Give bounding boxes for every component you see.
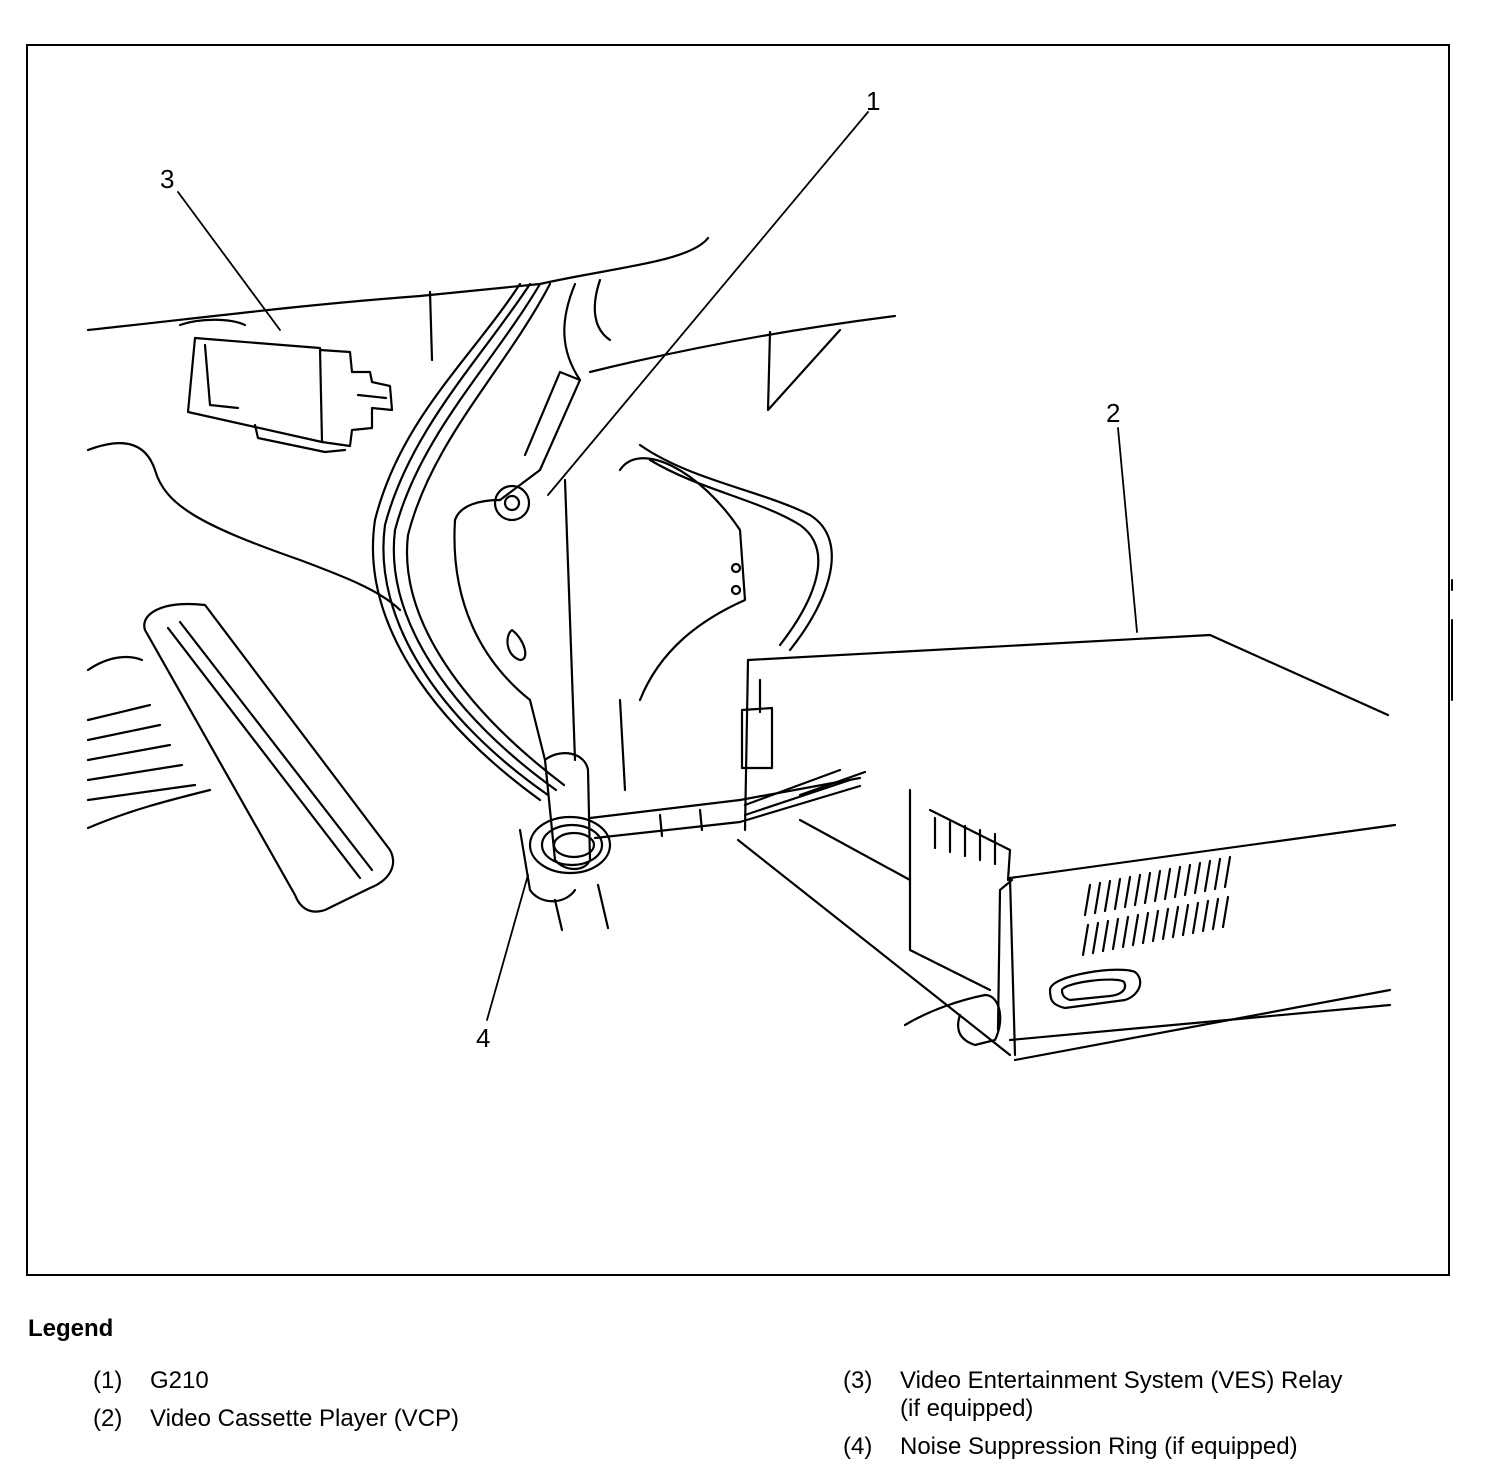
legend-item-text: Video Cassette Player (VCP): [150, 1405, 460, 1432]
callout-4: 4: [476, 1023, 491, 1053]
noise-suppression-ring: [518, 752, 612, 932]
video-cassette-player: [736, 633, 1397, 1062]
wiring-harness: [371, 278, 833, 802]
legend-item-number: (2): [93, 1405, 123, 1432]
legend-item-number: (4): [843, 1433, 873, 1460]
callout-2: 2: [1106, 398, 1121, 428]
vcp-harness: [588, 768, 867, 840]
legend-title: Legend: [28, 1315, 114, 1342]
accelerator-pedal: [86, 602, 395, 913]
leader-lines: [177, 111, 1138, 1021]
callout-1: 1: [866, 86, 881, 116]
legend-item-number: (1): [93, 1367, 123, 1394]
legend-item-text: Noise Suppression Ring (if equipped): [900, 1433, 1298, 1460]
legend-item-text: G210: [150, 1367, 209, 1394]
dash-panel: [86, 236, 897, 612]
ground-bracket: [453, 370, 747, 792]
ves-relay: [178, 318, 394, 454]
legend-item-3: (3) Video Entertainment System (VES) Rel…: [843, 1366, 1463, 1426]
legend-item-number: (3): [843, 1367, 873, 1394]
figure-frame: [26, 44, 1450, 1276]
legend-item-text: Video Entertainment System (VES) Relay: [900, 1367, 1343, 1394]
vcp-installation-diagram: [86, 111, 1453, 1062]
legend-item-text-continued: (if equipped): [900, 1395, 1034, 1422]
callout-3: 3: [160, 164, 175, 194]
